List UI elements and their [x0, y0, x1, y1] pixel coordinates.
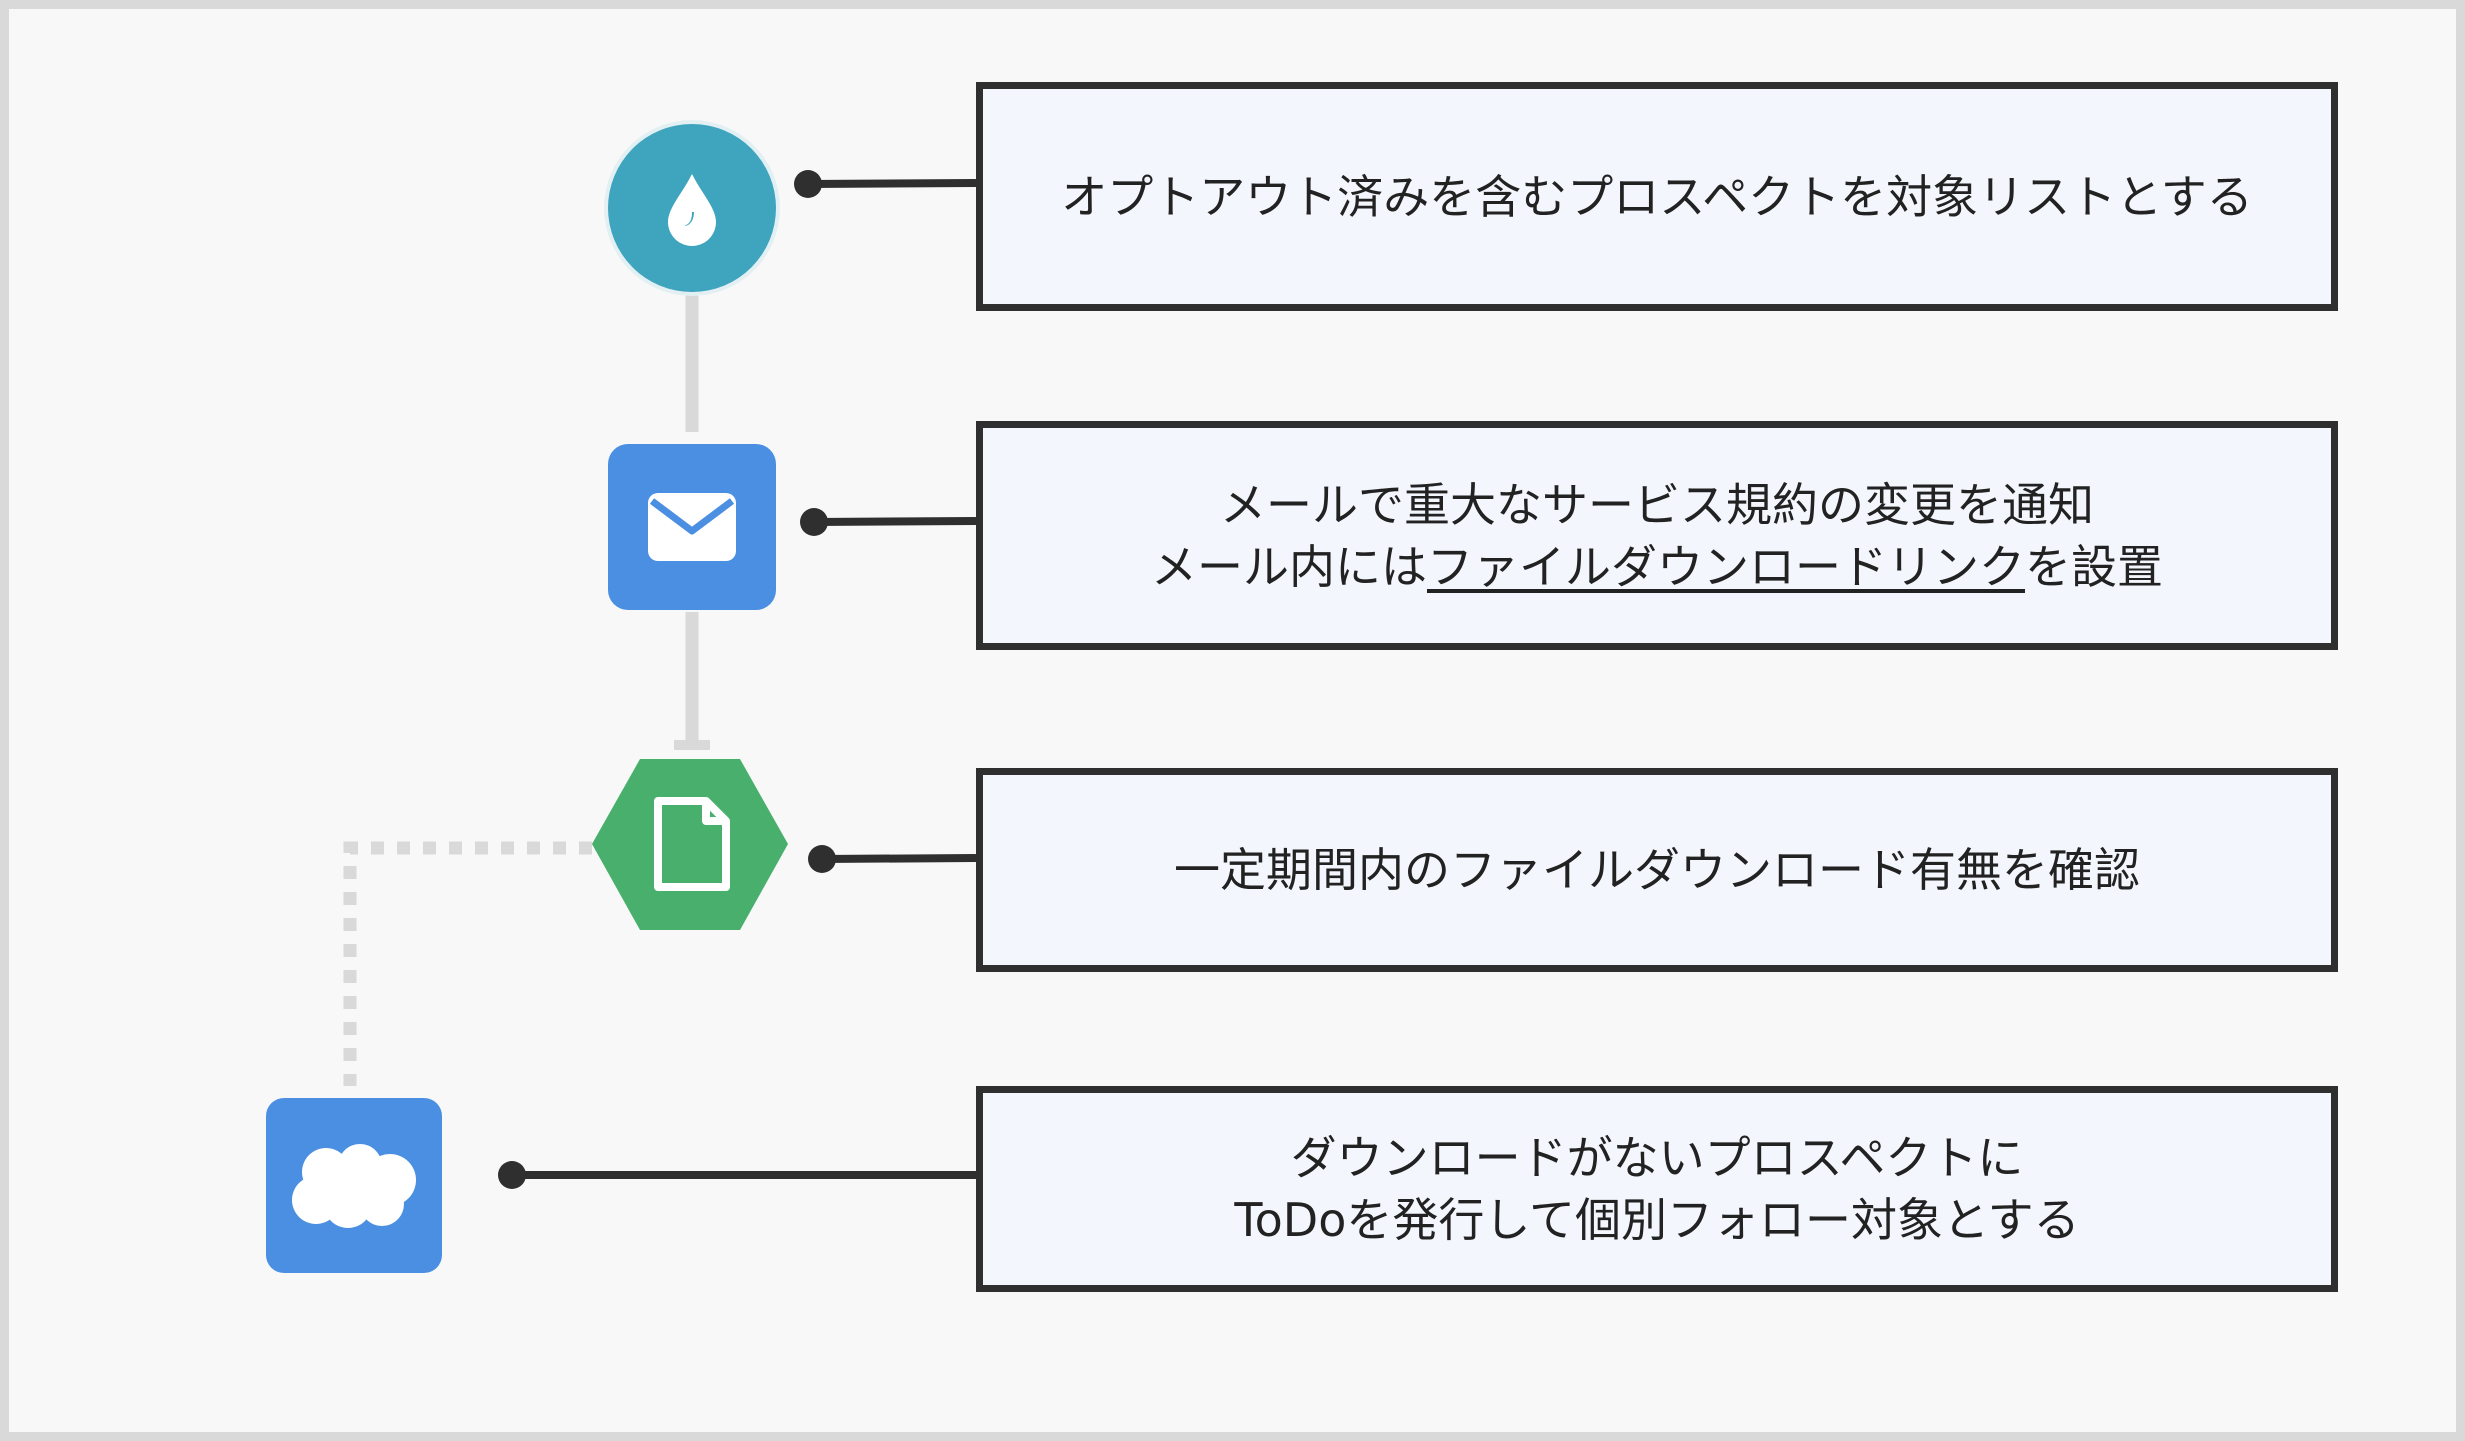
- hexagon-document-icon: [592, 759, 788, 930]
- connector-3-dot: [808, 845, 836, 873]
- step-node-download-check[interactable]: [592, 757, 788, 932]
- step-4-line-2: ToDoを発行して個別フォロー対象とする: [1234, 1193, 2080, 1247]
- step-1-line-1: オプトアウト済みを含むプロスペクトを対象リストとする: [1061, 169, 2253, 224]
- step-2-line-2-before: メール内には: [1151, 539, 1427, 594]
- water-drop-icon: [668, 174, 716, 246]
- step-description-3: 一定期間内のファイルダウンロード有無を確認: [976, 768, 2338, 972]
- file-download-link[interactable]: ファイルダウンロードリンク: [1427, 539, 2025, 594]
- step-description-4: ダウンロードがないプロスペクトに ToDoを発行して個別フォロー対象とする: [976, 1086, 2338, 1292]
- step-node-email[interactable]: [608, 444, 776, 610]
- connector-2: [813, 517, 977, 526]
- step-description-2: メールで重大なサービス規約の変更を通知 メール内にはファイルダウンロードリンクを…: [976, 421, 2338, 650]
- step-2-line-2: メール内にはファイルダウンロードリンクを設置: [1151, 536, 2163, 598]
- document-icon: [654, 797, 730, 891]
- connector-1: [807, 179, 977, 188]
- connector-3: [821, 854, 977, 863]
- step-4-line-1: ダウンロードがないプロスペクトに: [1290, 1131, 2024, 1185]
- cloud-icon: [292, 1143, 416, 1228]
- connector-2-dot: [800, 508, 828, 536]
- step-description-1: オプトアウト済みを含むプロスペクトを対象リストとする: [976, 82, 2338, 311]
- step-2-line-2-after: を設置: [2025, 539, 2163, 594]
- step-node-target-list[interactable]: [608, 124, 776, 292]
- step-3-line-1: 一定期間内のファイルダウンロード有無を確認: [1174, 843, 2140, 897]
- dotted-branch-line: [343, 841, 592, 1086]
- connector-1-dot: [794, 170, 822, 198]
- connector-4-dot: [498, 1161, 526, 1189]
- envelope-icon: [648, 493, 736, 561]
- step-node-salesforce[interactable]: [266, 1098, 442, 1273]
- flow-line-cap: [674, 740, 710, 750]
- step-2-line-1: メールで重大なサービス規約の変更を通知: [1220, 477, 2094, 532]
